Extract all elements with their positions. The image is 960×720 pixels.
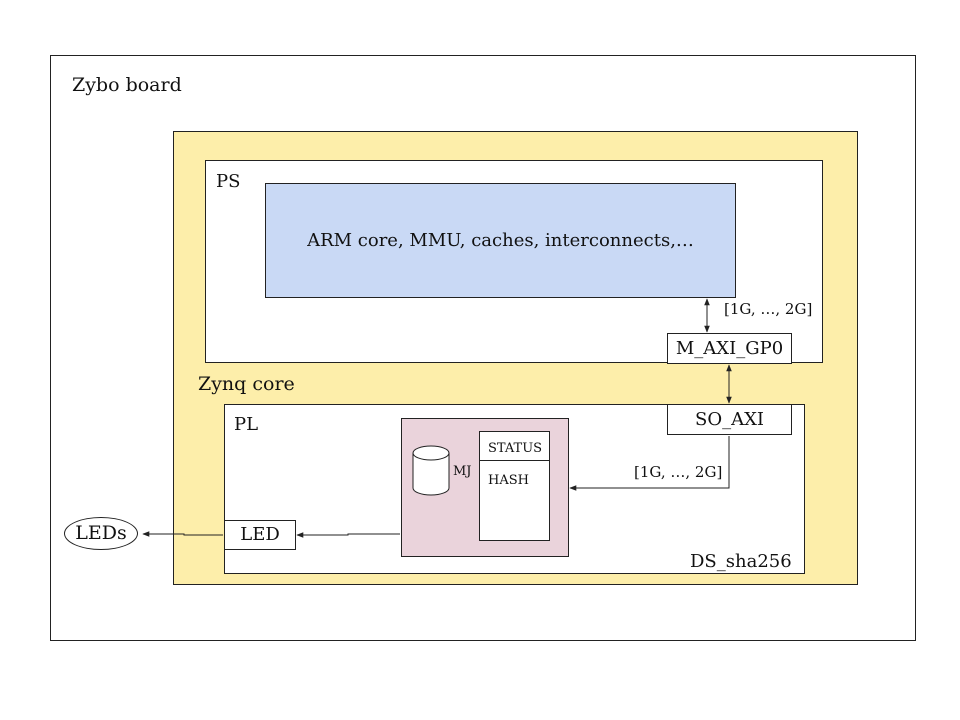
memory-icon (412, 445, 450, 496)
led-to-leds-arrow (142, 531, 223, 537)
register-block (479, 431, 550, 541)
hash-register-label: HASH (488, 473, 529, 488)
leds-external: LEDs (64, 517, 138, 550)
board-label: Zybo board (72, 74, 182, 96)
m-axi-gp0-port: M_AXI_GP0 (667, 333, 792, 364)
ps-address-range: [1G, …, 2G] (724, 300, 813, 318)
led-block: LED (224, 520, 296, 550)
soaxi-to-module-arrow (569, 436, 730, 491)
pl-address-range: [1G, …, 2G] (634, 463, 723, 481)
so-axi-label: SO_AXI (694, 408, 764, 430)
arm-core-label: ARM core, MMU, caches, interconnects,… (307, 229, 694, 251)
pl-label: PL (234, 414, 259, 435)
arm-core-block: ARM core, MMU, caches, interconnects,… (265, 183, 736, 298)
module-to-led-arrow (296, 532, 400, 538)
so-axi-port: SO_AXI (667, 404, 792, 435)
led-block-label: LED (240, 524, 280, 545)
ps-label: PS (216, 171, 241, 192)
status-register-label: STATUS (488, 441, 543, 456)
memory-label: MJ (453, 464, 472, 479)
register-divider (479, 460, 550, 461)
module-name-label: DS_sha256 (690, 551, 792, 572)
m-axi-gp0-label: M_AXI_GP0 (675, 337, 784, 359)
zynq-core-label: Zynq core (198, 373, 295, 395)
leds-label: LEDs (75, 522, 127, 544)
